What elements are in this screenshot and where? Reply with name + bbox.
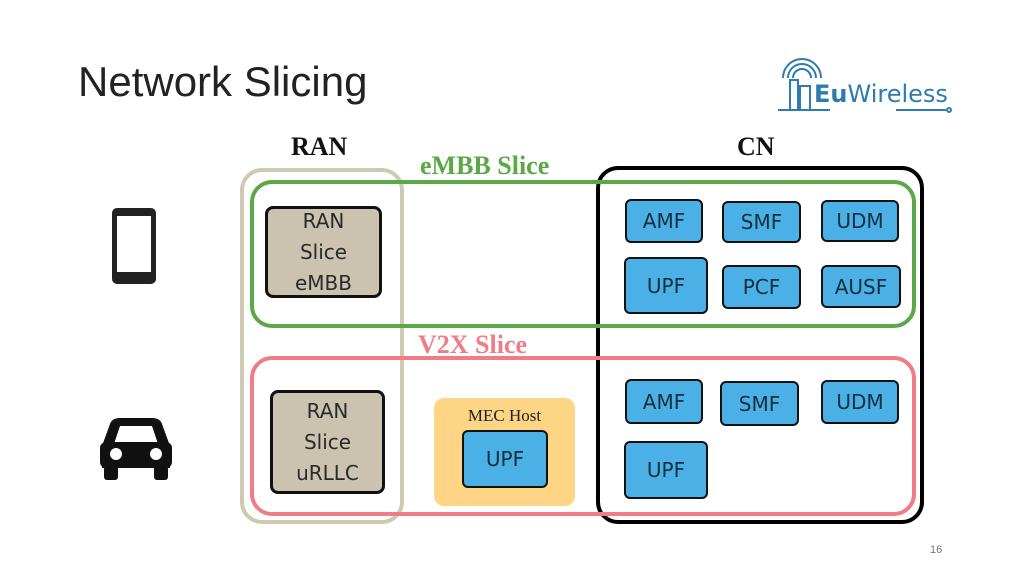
cn-frame: [596, 166, 924, 524]
phone-icon: [111, 207, 157, 285]
ran-slice-embb-box: RAN Slice eMBB: [265, 206, 382, 298]
embb-upf-box: UPF: [624, 257, 708, 314]
car-icon: [96, 416, 176, 482]
ran-box-line: Slice: [303, 429, 352, 454]
page-number: 16: [930, 544, 943, 556]
antenna-icon: [778, 58, 952, 113]
ran-heading: RAN: [291, 132, 348, 161]
embb-smf-box: SMF: [722, 201, 801, 243]
ran-frame: [240, 168, 404, 524]
embb-udm-box: UDM: [821, 200, 899, 242]
ran-box-line: RAN: [306, 398, 349, 423]
mec-host-box: MEC Host UPF: [434, 398, 575, 506]
v2x-slice-frame: [250, 356, 916, 516]
mec-upf-box: UPF: [462, 430, 548, 488]
ran-box-line: uRLLC: [296, 460, 359, 485]
logo-text-wireless: Wireless: [847, 80, 948, 108]
ran-slice-urllc-box: RAN Slice uRLLC: [270, 390, 385, 494]
v2x-smf-box: SMF: [720, 381, 799, 426]
v2x-slice-label: V2X Slice: [418, 330, 528, 359]
v2x-upf-box: UPF: [624, 441, 708, 499]
logo-text-eu: Eu: [814, 80, 848, 108]
ran-box-line: Slice: [299, 239, 348, 264]
v2x-udm-box: UDM: [821, 380, 899, 424]
mec-host-label: MEC Host: [467, 406, 542, 425]
page-title: Network Slicing: [78, 58, 368, 105]
embb-amf-box: AMF: [625, 199, 703, 243]
ran-box-line: RAN: [302, 208, 345, 233]
cn-heading: CN: [737, 132, 775, 161]
embb-slice-label: eMBB Slice: [420, 151, 550, 180]
embb-ausf-box: AUSF: [821, 265, 901, 308]
embb-pcf-box: PCF: [722, 265, 801, 309]
ran-box-line: eMBB: [294, 270, 352, 295]
v2x-amf-box: AMF: [625, 379, 703, 424]
embb-slice-frame: [250, 180, 916, 328]
euwireless-logo: EuWireless: [776, 56, 956, 118]
